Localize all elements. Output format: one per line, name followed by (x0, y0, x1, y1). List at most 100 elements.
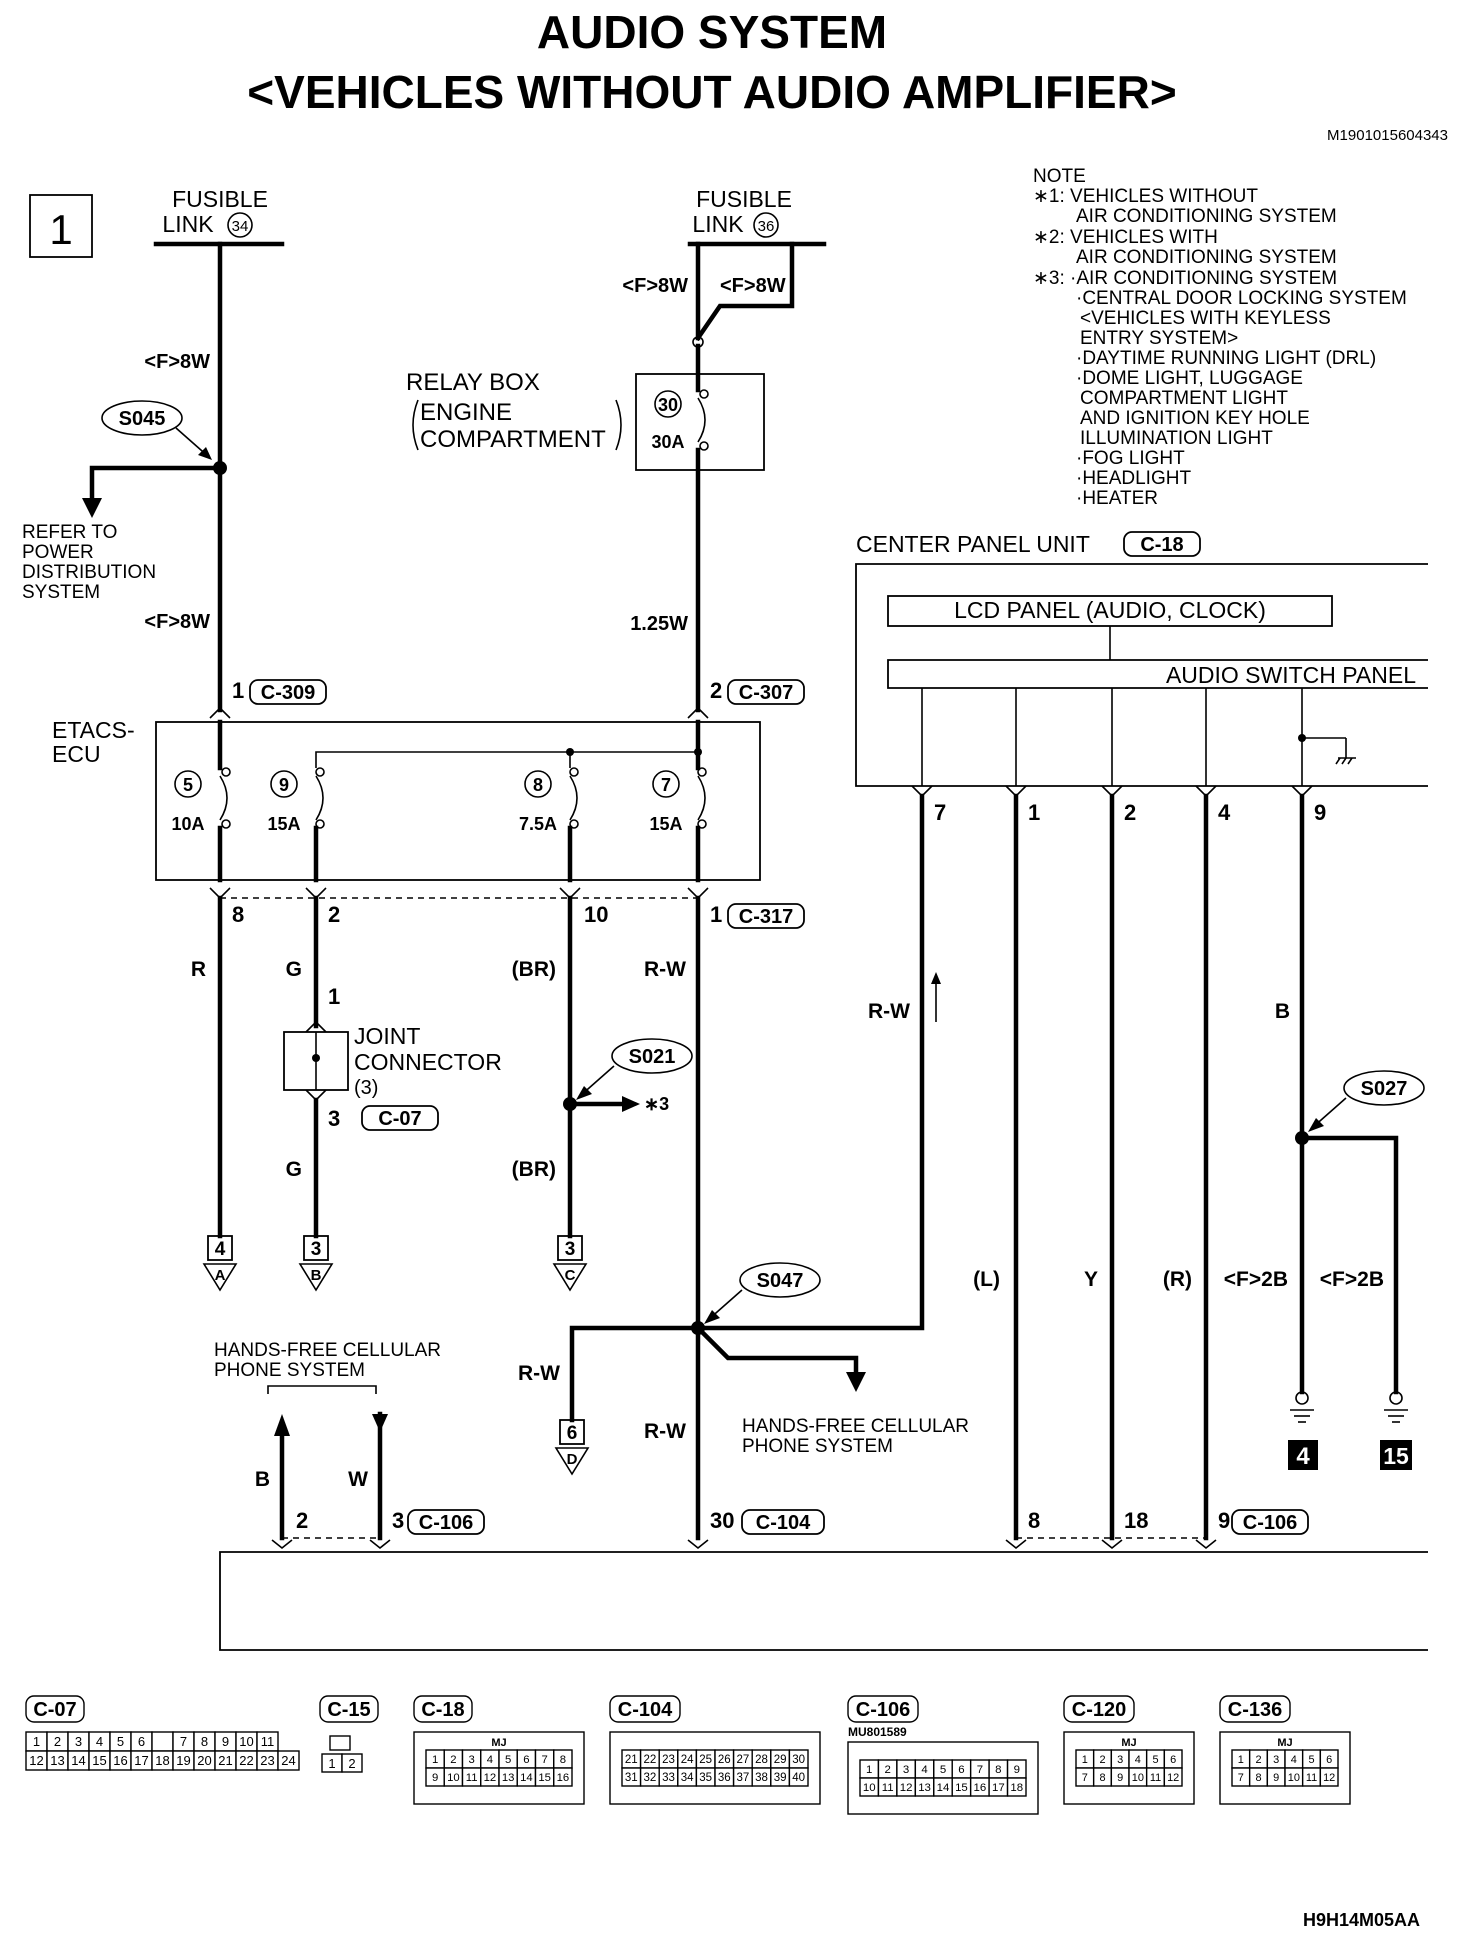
connector-c106: C-106 (419, 1512, 473, 1534)
note-line: AND IGNITION KEY HOLE (1080, 408, 1310, 429)
wire-color-label: R-W (868, 1000, 910, 1023)
pin-label: 9 (1314, 800, 1326, 825)
fusible-link-34-number-circle (227, 212, 253, 238)
note-line: ENTRY SYSTEM> (1080, 328, 1238, 349)
splice-s021-bubble (611, 1038, 693, 1074)
connector-pin-number: 9 (1117, 1772, 1123, 1784)
wire-color-label: (BR) (512, 958, 556, 981)
title-line-1: AUDIO SYSTEM (537, 6, 887, 58)
connector-pin-number: 16 (974, 1782, 987, 1794)
fuse-element (315, 775, 324, 821)
joint-connector-label: (3) (354, 1077, 378, 1099)
connector-pin-number: 11 (1150, 1772, 1161, 1784)
connector-pin-number: 39 (774, 1772, 787, 1784)
leader-arrowhead (704, 1310, 720, 1324)
pin-label: 3 (392, 1508, 404, 1533)
wire-label-f8w: <F>8W (144, 351, 210, 373)
connector-c106-box (1231, 1509, 1309, 1535)
connector-pin-number: 16 (113, 1753, 127, 1768)
connector-pin-number: 1 (33, 1734, 40, 1749)
offpage-letter: D (567, 1451, 578, 1468)
connector-pin-number: 8 (201, 1734, 208, 1749)
connector-pin-number: 27 (736, 1754, 749, 1766)
leader-arrowhead (576, 1086, 592, 1100)
connector-pin-number: 11 (882, 1782, 894, 1794)
connector-view-name: C-15 (327, 1699, 370, 1721)
pin-label: 18 (1124, 1508, 1148, 1533)
refer-text: REFER TO (22, 522, 117, 543)
connector-pin-number: 15 (538, 1772, 551, 1784)
page-number-box (29, 194, 93, 258)
fuse-terminal (699, 441, 709, 451)
connector-pin-number: 9 (1273, 1772, 1279, 1784)
ground-4: 4 (1288, 1391, 1318, 1470)
note-line: ·DOME LIGHT, LUGGAGE (1076, 368, 1303, 389)
etacs-label: ECU (52, 741, 101, 767)
fuse-amp: 7.5A (519, 814, 557, 834)
pin-label: 2 (328, 902, 340, 927)
connector-pin-number: 4 (96, 1734, 103, 1749)
connector-view-name: C-106 (856, 1699, 910, 1721)
connector-c317-box (727, 903, 805, 929)
connector-view-name: C-07 (33, 1699, 76, 1721)
wire-color-label: B (1275, 1000, 1290, 1023)
connector-pin-number: 3 (468, 1754, 474, 1766)
wire-color-label: (L) (973, 1268, 1000, 1291)
connector-pin-number: 37 (736, 1772, 749, 1784)
connector-pin-number: 5 (940, 1764, 946, 1776)
connector-pin-number: 8 (560, 1754, 566, 1766)
wire-label-f8w: <F>8W (144, 611, 210, 633)
fuse-terminal (569, 819, 579, 829)
splice-s027-bubble (1343, 1070, 1425, 1106)
connector-c307-box (727, 679, 805, 705)
connector-pin-number: 12 (900, 1782, 913, 1794)
bracket-right (615, 399, 622, 451)
chassis-ground-icon (1335, 757, 1353, 765)
offpage-connector-d: 6 D (554, 1419, 590, 1476)
fuse-30-amp: 30A (651, 432, 684, 452)
connector-tag: MJ (491, 1737, 506, 1749)
connector-pin-number: 36 (718, 1772, 731, 1784)
etacs-internal-bus (315, 751, 698, 768)
connector-pin-number: 6 (523, 1754, 529, 1766)
fuse-terminal (697, 767, 707, 777)
arrow-down-icon (846, 1372, 866, 1392)
connector-pin-number: 3 (75, 1734, 82, 1749)
connector-pin-number: 6 (1170, 1754, 1176, 1766)
pin-label: 10 (584, 902, 608, 927)
fuse-terminal (569, 767, 579, 777)
connector-pin-number: 14 (937, 1782, 950, 1794)
connector-pin-number: 2 (1099, 1754, 1105, 1766)
fuse-30-number: 30 (658, 395, 678, 415)
connector-pin-number: 22 (239, 1753, 253, 1768)
refer-text: SYSTEM (22, 582, 100, 603)
splice-s045-bubble (101, 400, 183, 436)
connector-pin-number: 35 (699, 1772, 712, 1784)
connector-pin-number: 30 (792, 1754, 805, 1766)
fusible-link-36-number-circle (753, 212, 779, 238)
etacs-fuse-5: 5 10A (171, 767, 231, 834)
connector-pin-number: 24 (281, 1753, 295, 1768)
splice-s021-label: S021 (629, 1046, 676, 1068)
connector-pin-cell (1163, 1767, 1183, 1787)
fuse-number: 9 (279, 775, 289, 795)
pin-label: 8 (1028, 1508, 1040, 1533)
connector-pin-number: 9 (222, 1734, 229, 1749)
connector-pin-number: 26 (718, 1754, 731, 1766)
offpage-number-box (557, 1235, 583, 1261)
connector-pin-number: 6 (1326, 1754, 1332, 1766)
ground-terminal (1295, 1391, 1309, 1405)
pin-label: 2 (296, 1508, 308, 1533)
fusible-link-36-number: 36 (758, 218, 775, 235)
splice-s047-bubble (739, 1262, 821, 1298)
audio-switch-panel-label: AUDIO SWITCH PANEL (1166, 662, 1416, 688)
connector-pin-number: 25 (699, 1754, 712, 1766)
hands-free-label: PHONE SYSTEM (214, 1360, 365, 1381)
offpage-letter: B (311, 1267, 322, 1284)
fuse-terminal (221, 819, 231, 829)
fuse-number-circle (652, 770, 680, 798)
doc-id: M1901015604343 (1327, 127, 1448, 144)
splice-s047-label: S047 (757, 1270, 804, 1292)
fuse-element (569, 775, 578, 821)
connector-view-badge (413, 1695, 473, 1723)
